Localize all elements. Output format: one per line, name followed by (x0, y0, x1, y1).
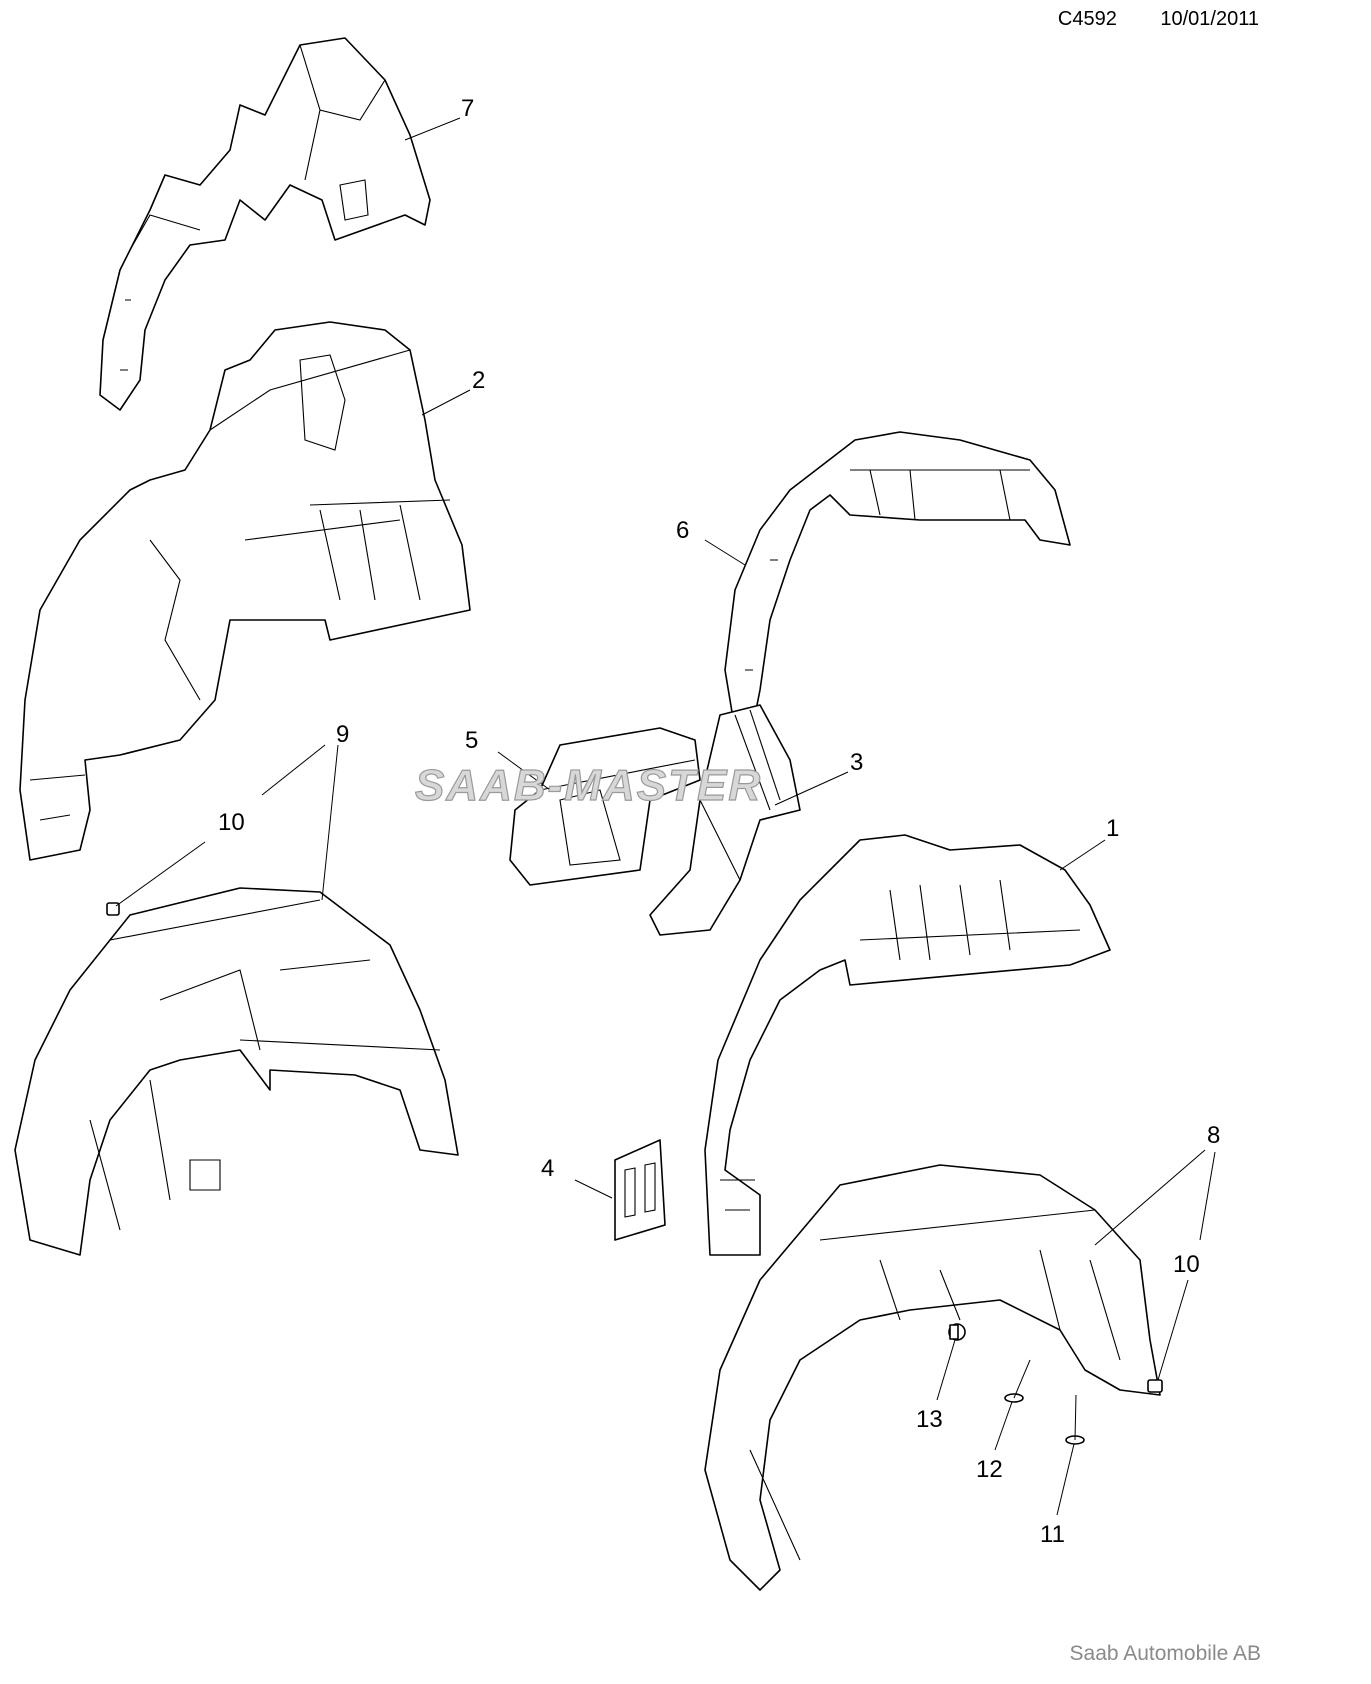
screw-12 (1004, 1359, 1031, 1403)
diagram-date: 10/01/2011 (1160, 8, 1259, 30)
callout-3: 3 (850, 749, 863, 776)
callout-13: 13 (916, 1406, 943, 1433)
part-6-liner (724, 431, 1071, 741)
part-9-rear-liner (14, 887, 459, 1256)
part-4-plate (614, 1139, 666, 1241)
callout-5: 5 (465, 727, 478, 754)
part-8-rear-liner (704, 1164, 1161, 1591)
diagram-code: C4592 (1057, 8, 1117, 30)
callout-2: 2 (472, 367, 485, 394)
part-7-bracket (99, 37, 431, 411)
callout-11: 11 (1040, 1521, 1065, 1548)
part-1-front-liner (704, 834, 1111, 1256)
callout-10-right: 10 (1173, 1251, 1200, 1278)
callout-6: 6 (676, 517, 689, 544)
callout-10-left: 10 (218, 809, 245, 836)
push-pin-13 (948, 1323, 966, 1341)
part-5-bracket (509, 727, 701, 886)
part-3-bracket (649, 704, 801, 936)
leader-lines (115, 117, 1216, 1516)
clip-10-right (1147, 1379, 1163, 1393)
watermark: SAAB-MASTER (415, 761, 762, 810)
callout-8: 8 (1207, 1122, 1220, 1149)
diagram-header: C4592 10/01/2011 (1058, 8, 1259, 31)
part-2-inner-panel (19, 321, 471, 861)
copyright-footer: Saab Automobile AB (1069, 1642, 1261, 1665)
screw-11 (1065, 1394, 1085, 1445)
callout-12: 12 (976, 1456, 1003, 1483)
callout-7: 7 (461, 95, 474, 122)
callout-4: 4 (541, 1155, 554, 1182)
callout-1: 1 (1106, 815, 1119, 842)
callout-9: 9 (336, 721, 349, 748)
